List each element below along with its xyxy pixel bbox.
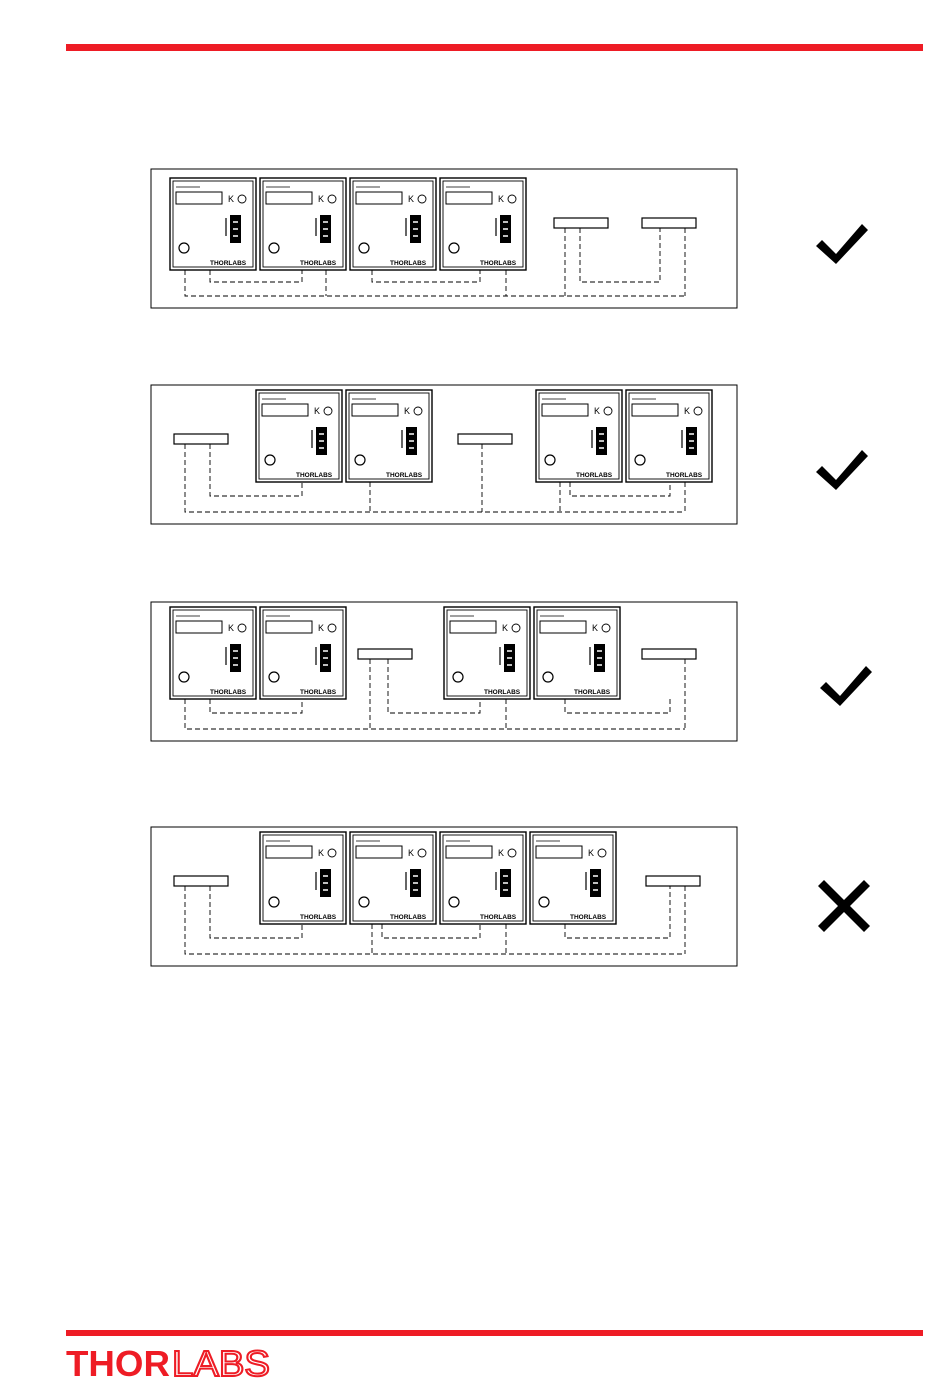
header-rule: [66, 44, 923, 51]
module-badge: K: [404, 406, 410, 416]
usb-socket: [642, 649, 696, 659]
configuration-diagram-3: K THORLABS K THORLABS K THORLABS K THORLABS: [150, 601, 740, 743]
usb-socket: [174, 876, 228, 886]
module-maker-mark: THORLABS: [300, 260, 337, 267]
connection-line: [210, 699, 302, 713]
controller-module: K THORLABS: [444, 607, 530, 699]
module-maker-mark: THORLABS: [480, 914, 517, 921]
controller-module: K THORLABS: [170, 178, 256, 270]
module-maker-mark: THORLABS: [390, 914, 427, 921]
svg-text:THOR: THOR: [66, 1346, 170, 1380]
module-badge: K: [228, 194, 234, 204]
controller-module: K THORLABS: [170, 607, 256, 699]
module-maker-mark: THORLABS: [386, 472, 423, 479]
controller-module: K THORLABS: [346, 390, 432, 482]
connection-line: [210, 270, 302, 282]
module-badge: K: [594, 406, 600, 416]
usb-socket: [642, 218, 696, 228]
module-maker-mark: THORLABS: [390, 260, 427, 267]
controller-module: K THORLABS: [350, 178, 436, 270]
module-badge: K: [318, 194, 324, 204]
controller-module: K THORLABS: [530, 832, 616, 924]
controller-module: K THORLABS: [350, 832, 436, 924]
check-icon: [812, 210, 872, 270]
connection-line: [372, 270, 480, 282]
controller-module: K THORLABS: [626, 390, 712, 482]
module-badge: K: [314, 406, 320, 416]
usb-socket: [458, 434, 512, 444]
configuration-diagram-2: K THORLABS K THORLABS K THORLABS K THORLABS: [150, 384, 740, 526]
module-badge: K: [408, 848, 414, 858]
connection-line: [185, 699, 685, 729]
controller-module: K THORLABS: [536, 390, 622, 482]
usb-socket: [358, 649, 412, 659]
controller-module: K THORLABS: [440, 832, 526, 924]
footer-rule: [66, 1330, 923, 1336]
usb-socket: [174, 434, 228, 444]
module-maker-mark: THORLABS: [484, 689, 521, 696]
module-badge: K: [684, 406, 690, 416]
module-badge: K: [588, 848, 594, 858]
connection-line: [570, 482, 670, 496]
connection-line: [565, 699, 670, 713]
check-icon: [812, 436, 872, 496]
module-maker-mark: THORLABS: [666, 472, 703, 479]
controller-module: K THORLABS: [256, 390, 342, 482]
controller-module: K THORLABS: [440, 178, 526, 270]
module-badge: K: [498, 194, 504, 204]
check-icon: [816, 652, 876, 712]
connection-line: [185, 270, 685, 296]
connection-line: [382, 924, 480, 938]
module-maker-mark: THORLABS: [480, 260, 517, 267]
thorlabs-logo: THOR LABS: [66, 1346, 276, 1380]
module-maker-mark: THORLABS: [210, 260, 247, 267]
module-badge: K: [408, 194, 414, 204]
module-maker-mark: THORLABS: [570, 914, 607, 921]
module-badge: K: [592, 623, 598, 633]
module-maker-mark: THORLABS: [300, 689, 337, 696]
module-badge: K: [318, 848, 324, 858]
configuration-diagram-4: K THORLABS K THORLABS K THORLABS K THORLABS: [150, 826, 740, 968]
controller-module: K THORLABS: [260, 607, 346, 699]
usb-socket: [554, 218, 608, 228]
controller-module: K THORLABS: [260, 178, 346, 270]
module-badge: K: [228, 623, 234, 633]
module-badge: K: [502, 623, 508, 633]
configuration-diagram-1: K THORLABS K THORLABS K THORLABS K THORLABS: [150, 168, 740, 310]
module-maker-mark: THORLABS: [210, 689, 247, 696]
usb-socket: [646, 876, 700, 886]
module-badge: K: [318, 623, 324, 633]
module-badge: K: [498, 848, 504, 858]
module-maker-mark: THORLABS: [296, 472, 333, 479]
controller-module: K THORLABS: [260, 832, 346, 924]
connection-line: [580, 228, 660, 282]
cross-icon: [814, 874, 874, 934]
module-maker-mark: THORLABS: [576, 472, 613, 479]
controller-module: K THORLABS: [534, 607, 620, 699]
module-maker-mark: THORLABS: [574, 689, 611, 696]
module-maker-mark: THORLABS: [300, 914, 337, 921]
svg-text:LABS: LABS: [172, 1346, 270, 1380]
